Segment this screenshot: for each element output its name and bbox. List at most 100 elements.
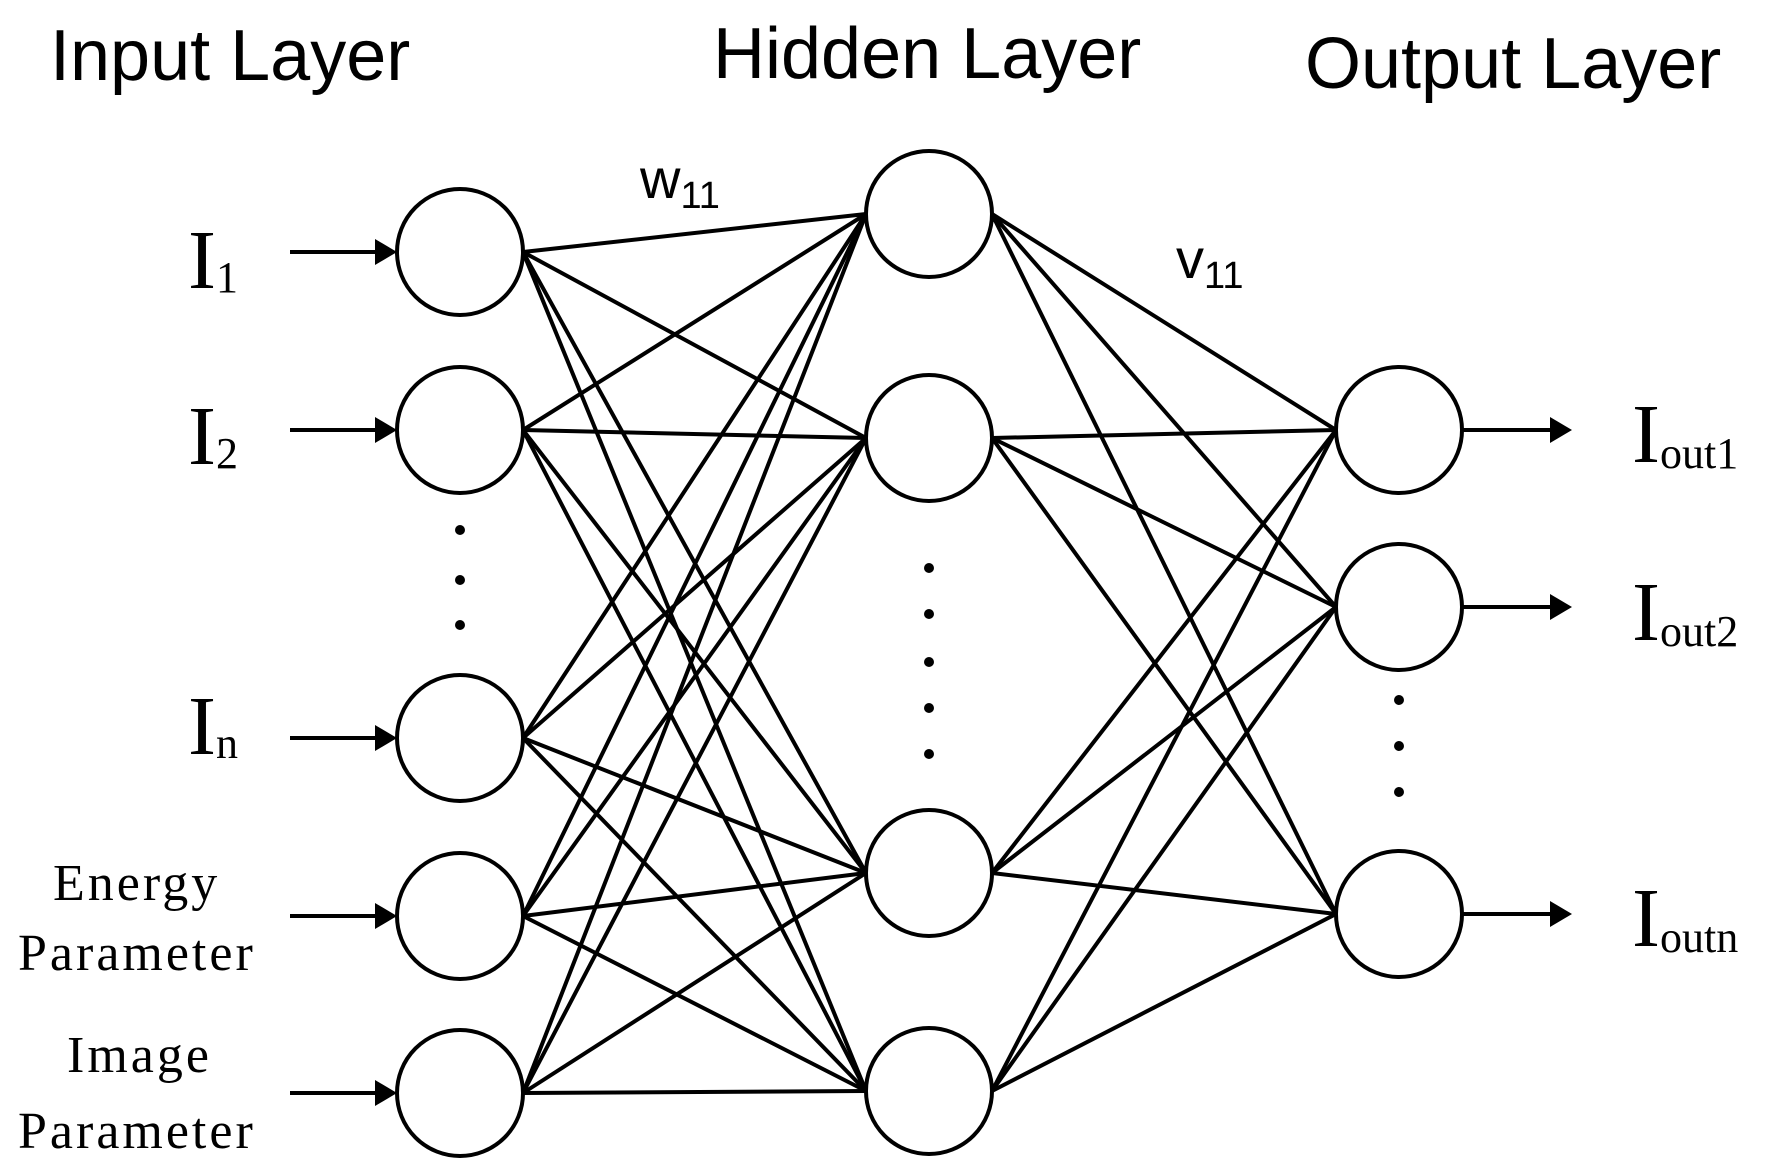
edge-input-4-hidden-4 bbox=[522, 914, 867, 1093]
edge-hidden-4-output-2 bbox=[990, 605, 1338, 1093]
weight-label-w11: w11 bbox=[639, 147, 720, 217]
energy-parameter-label-line2: Parameter bbox=[18, 925, 256, 982]
input-2-base: I bbox=[188, 390, 216, 483]
ellipsis-dot-7 bbox=[924, 703, 934, 713]
output-node-3 bbox=[1334, 849, 1464, 979]
edge-input-1-hidden-1 bbox=[522, 212, 867, 254]
output-arrow-head-2 bbox=[1550, 594, 1572, 620]
input-1-sub: 1 bbox=[216, 253, 238, 302]
edge-input-4-hidden-2 bbox=[521, 436, 868, 918]
output-layer-title: Output Layer bbox=[1305, 24, 1721, 104]
hidden-node-2 bbox=[864, 373, 994, 503]
edge-input-4-hidden-3 bbox=[522, 871, 867, 918]
ellipsis-dots bbox=[455, 525, 1404, 797]
edge-input-2-hidden-4 bbox=[521, 429, 868, 1092]
output-n-sub: outn bbox=[1660, 913, 1738, 962]
ellipsis-dot-11 bbox=[1394, 787, 1404, 797]
ellipsis-dot-9 bbox=[1394, 695, 1404, 705]
edge-hidden-4-output-3 bbox=[991, 912, 1337, 1093]
input-layer-title: Input Layer bbox=[50, 16, 410, 96]
input-arrow-head-3 bbox=[375, 725, 397, 751]
output-2-sub: out2 bbox=[1660, 607, 1738, 656]
input-hidden-connections bbox=[521, 212, 868, 1095]
ellipsis-dot-8 bbox=[924, 749, 934, 759]
weight-w-base: w bbox=[639, 147, 681, 210]
output-nodes bbox=[1334, 365, 1464, 979]
energy-parameter-label-line1: Energy bbox=[53, 855, 220, 912]
input-arrow-head-1 bbox=[375, 239, 397, 265]
ellipsis-dot-10 bbox=[1394, 741, 1404, 751]
output-n-base: I bbox=[1632, 872, 1660, 965]
edge-input-1-hidden-2 bbox=[522, 250, 867, 440]
input-arrows bbox=[290, 239, 397, 1106]
hidden-nodes bbox=[864, 149, 994, 1156]
edge-hidden-1-output-1 bbox=[990, 212, 1338, 432]
output-label-1: Iout1 bbox=[1632, 388, 1738, 481]
input-label-2: I2 bbox=[188, 390, 238, 483]
hidden-node-4 bbox=[864, 1026, 994, 1156]
edge-input-3-hidden-2 bbox=[521, 436, 868, 740]
ellipsis-dot-6 bbox=[924, 657, 934, 667]
output-2-base: I bbox=[1632, 566, 1660, 659]
ellipsis-dot-1 bbox=[455, 525, 465, 535]
output-1-sub: out1 bbox=[1660, 429, 1738, 478]
edge-hidden-1-output-3 bbox=[990, 213, 1338, 915]
input-arrow-head-2 bbox=[375, 417, 397, 443]
input-n-sub: n bbox=[216, 719, 238, 768]
edge-hidden-2-output-1 bbox=[991, 428, 1337, 440]
edge-input-5-hidden-4 bbox=[522, 1089, 867, 1095]
output-label-2: Iout2 bbox=[1632, 566, 1738, 659]
edge-input-3-hidden-4 bbox=[521, 736, 868, 1093]
input-node-4 bbox=[395, 851, 525, 981]
edge-input-3-hidden-1 bbox=[521, 212, 868, 740]
ellipsis-dot-4 bbox=[924, 563, 934, 573]
input-label-1: I1 bbox=[188, 214, 238, 307]
image-parameter-label-line2: Parameter bbox=[18, 1103, 256, 1160]
edge-input-4-hidden-1 bbox=[521, 213, 868, 917]
edge-hidden-3-output-1 bbox=[990, 428, 1338, 875]
edge-input-3-hidden-3 bbox=[522, 736, 867, 875]
edge-input-2-hidden-1 bbox=[521, 212, 868, 432]
edge-input-5-hidden-2 bbox=[521, 437, 868, 1094]
output-node-2 bbox=[1334, 542, 1464, 672]
hidden-output-connections bbox=[990, 212, 1338, 1093]
input-node-2 bbox=[395, 365, 525, 495]
input-n-base: I bbox=[188, 680, 216, 773]
output-arrow-head-1 bbox=[1550, 417, 1572, 443]
input-node-3 bbox=[395, 673, 525, 803]
input-label-n: In bbox=[188, 680, 238, 773]
hidden-layer-title: Hidden Layer bbox=[713, 14, 1141, 94]
output-label-n: Ioutn bbox=[1632, 872, 1738, 965]
weight-label-v11: v11 bbox=[1176, 227, 1243, 297]
edge-input-2-hidden-2 bbox=[522, 428, 867, 440]
ellipsis-dot-5 bbox=[924, 609, 934, 619]
image-parameter-label-line1: Image bbox=[67, 1027, 212, 1084]
edge-hidden-3-output-3 bbox=[991, 871, 1337, 916]
edge-input-5-hidden-1 bbox=[521, 213, 868, 1094]
input-arrow-head-4 bbox=[375, 903, 397, 929]
output-1-base: I bbox=[1632, 388, 1660, 481]
input-nodes bbox=[395, 187, 525, 1158]
weight-v-sub: 11 bbox=[1204, 255, 1243, 297]
output-node-1 bbox=[1334, 365, 1464, 495]
output-arrow-head-3 bbox=[1550, 901, 1572, 927]
weight-w-sub: 11 bbox=[680, 175, 719, 217]
input-arrow-head-5 bbox=[375, 1080, 397, 1106]
edge-hidden-4-output-1 bbox=[990, 429, 1338, 1092]
edge-hidden-2-output-3 bbox=[990, 436, 1338, 916]
input-node-5 bbox=[395, 1028, 525, 1158]
ellipsis-dot-2 bbox=[455, 575, 465, 585]
edge-input-5-hidden-3 bbox=[521, 871, 868, 1095]
input-2-sub: 2 bbox=[216, 429, 238, 478]
output-arrows bbox=[1462, 417, 1572, 927]
edge-hidden-2-output-2 bbox=[991, 436, 1337, 609]
hidden-node-1 bbox=[864, 149, 994, 279]
ellipsis-dot-3 bbox=[455, 620, 465, 630]
input-1-base: I bbox=[188, 214, 216, 307]
weight-v-base: v bbox=[1176, 227, 1204, 290]
hidden-node-3 bbox=[864, 808, 994, 938]
edge-hidden-3-output-2 bbox=[990, 605, 1338, 875]
input-node-1 bbox=[395, 187, 525, 317]
edge-hidden-1-output-2 bbox=[990, 212, 1338, 609]
